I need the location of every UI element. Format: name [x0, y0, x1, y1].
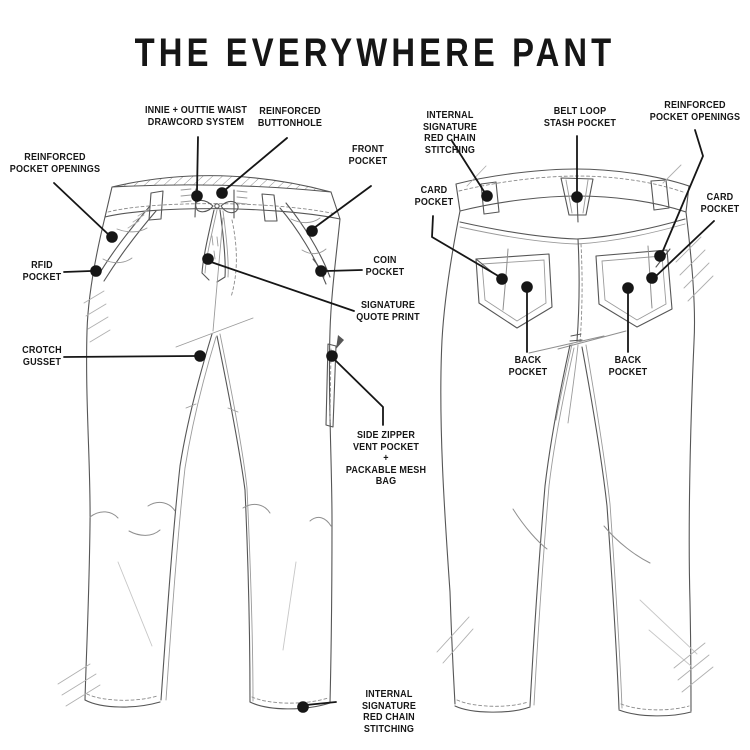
- dot-crotch-gusset: [194, 350, 206, 362]
- leader-reinforced-pocket-openings-front: [53, 182, 110, 236]
- back-outline: [440, 210, 696, 712]
- dot-innie-outtie: [191, 190, 203, 202]
- page-title: THE EVERYWHERE PANT: [134, 31, 616, 75]
- leader-reinforced-pocket-openings-back: [661, 129, 704, 254]
- leader-rfid-pocket: [63, 270, 92, 273]
- leader-crotch-gusset: [63, 355, 196, 358]
- dot-coin-pocket: [315, 265, 327, 277]
- label-coin-pocket: COIN POCKET: [365, 254, 405, 278]
- dot-belt-loop-stash: [571, 191, 583, 203]
- leader-card-pocket-left: [431, 215, 501, 278]
- label-card-pocket-left: CARD POCKET: [414, 184, 454, 208]
- dot-reinforced-pocket-openings-front: [106, 231, 118, 243]
- leader-reinforced-buttonhole: [224, 137, 288, 191]
- back-pocket-left-shape: [475, 253, 553, 329]
- back-belt-loops: [480, 179, 670, 215]
- front-pocket-lines: [97, 202, 331, 285]
- label-reinforced-buttonhole: REINFORCED BUTTONHOLE: [257, 105, 323, 129]
- leader-chain-stitch-back: [451, 140, 486, 194]
- leader-side-zipper: [333, 358, 384, 426]
- label-chain-stitch-back: INTERNAL SIGNATURE RED CHAIN STITCHING: [422, 109, 478, 156]
- label-side-zipper-vent-pocket: SIDE ZIPPER VENT POCKET + PACKABLE MESH …: [345, 429, 427, 488]
- label-crotch-gusset: CROTCH GUSSET: [22, 344, 62, 368]
- belt-loop-stash-pocket: [560, 177, 594, 216]
- dot-chain-stitch-front: [297, 701, 309, 713]
- side-zipper-vent: [325, 335, 344, 428]
- dot-back-pocket-right: [622, 282, 634, 294]
- dot-reinforced-buttonhole: [216, 187, 228, 199]
- label-back-pocket-right: BACK POCKET: [608, 354, 648, 378]
- leader-chain-stitch-front: [305, 701, 337, 706]
- leader-coin-pocket: [325, 269, 363, 272]
- callout-dots: [90, 187, 666, 713]
- dot-card-pocket-right: [646, 272, 658, 284]
- label-reinforced-pocket-openings-front: REINFORCED POCKET OPENINGS: [9, 151, 101, 175]
- dot-side-zipper: [326, 350, 338, 362]
- label-back-pocket-left: BACK POCKET: [508, 354, 548, 378]
- front-pant-sketch: [57, 175, 344, 710]
- label-chain-stitch-front: INTERNAL SIGNATURE RED CHAIN STITCHING: [361, 688, 417, 735]
- leader-innie-outtie: [196, 136, 199, 192]
- label-front-pocket: FRONT POCKET: [348, 143, 388, 167]
- leader-signature-quote: [210, 261, 355, 312]
- leader-front-pocket: [313, 185, 372, 229]
- dot-signature-quote: [202, 253, 214, 265]
- leader-card-pocket-right: [654, 220, 715, 278]
- front-outline: [84, 216, 341, 704]
- dot-chain-stitch-back: [481, 190, 493, 202]
- front-belt-loops: [148, 190, 278, 222]
- dot-rfid-pocket: [90, 265, 102, 277]
- dot-front-pocket: [306, 225, 318, 237]
- label-signature-quote-print: SIGNATURE QUOTE PRINT: [356, 299, 420, 323]
- label-innie-outtie-drawcord: INNIE + OUTTIE WAIST DRAWCORD SYSTEM: [144, 104, 248, 128]
- label-reinforced-pocket-openings-back: REINFORCED POCKET OPENINGS: [649, 99, 741, 123]
- dot-reinforced-pocket-openings-back: [654, 250, 666, 262]
- label-belt-loop-stash-pocket: BELT LOOP STASH POCKET: [543, 105, 617, 129]
- label-card-pocket-right: CARD POCKET: [700, 191, 740, 215]
- label-rfid-pocket: RFID POCKET: [22, 259, 62, 283]
- drawcord-bow: [195, 199, 239, 283]
- back-pant-sketch: [436, 164, 714, 717]
- callout-lines: [53, 129, 715, 706]
- dot-back-pocket-left: [521, 281, 533, 293]
- dot-card-pocket-left: [496, 273, 508, 285]
